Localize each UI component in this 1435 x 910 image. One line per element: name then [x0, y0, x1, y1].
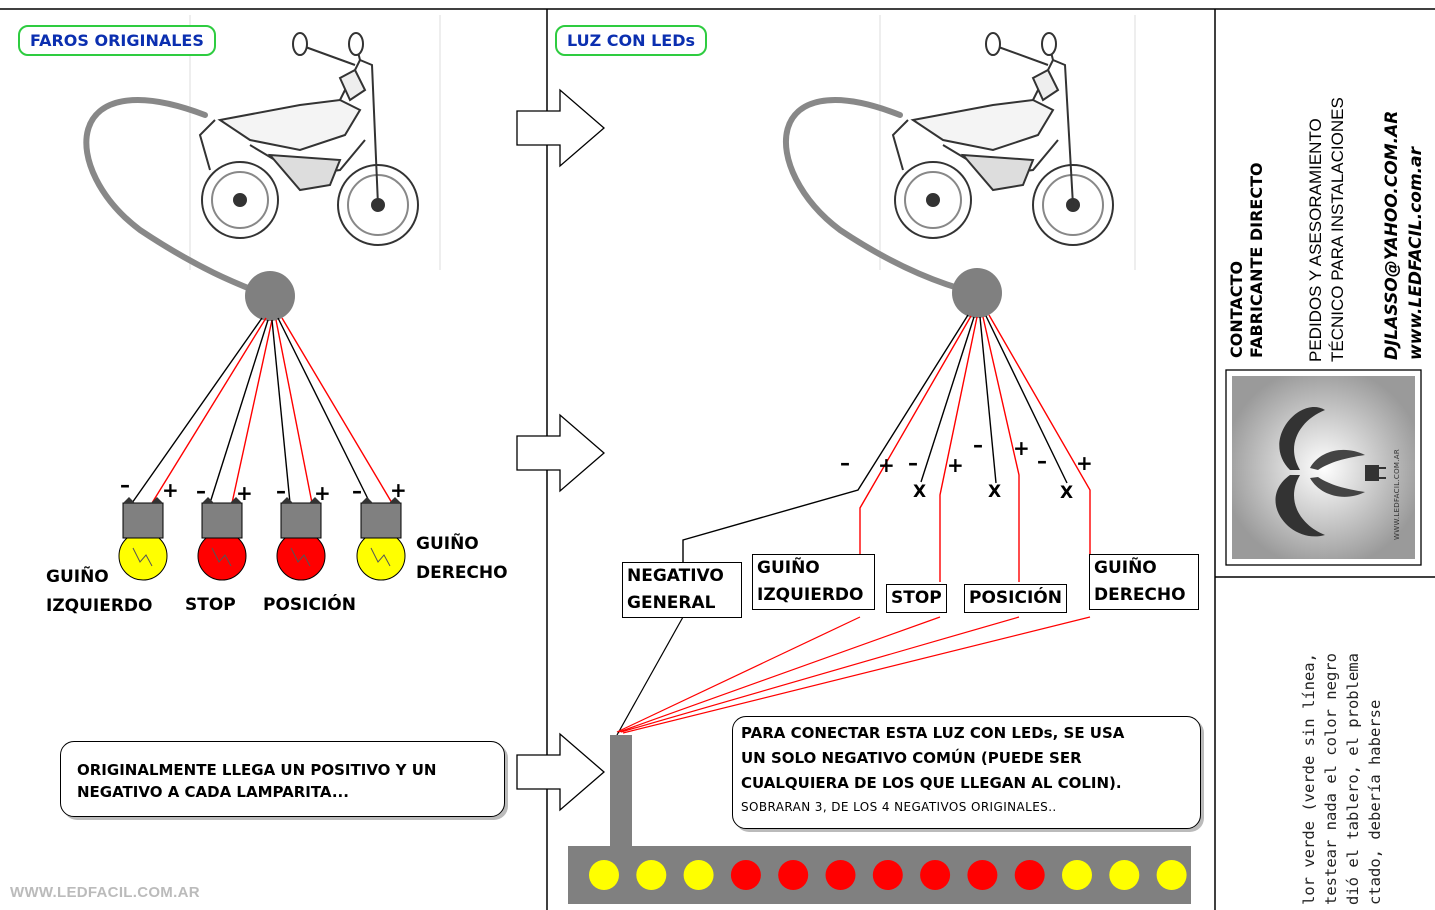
note-led: PARA CONECTAR ESTA LUZ CON LEDs, SE USA …: [732, 716, 1201, 829]
arrow-right-icon: [516, 88, 605, 168]
connector-hub-right: [952, 268, 1002, 318]
title-luz-con-leds: LUZ CON LEDs: [555, 25, 708, 56]
ledfacil-logo: [1225, 369, 1422, 566]
connector-hub-left: [245, 271, 295, 321]
minus-sign: –: [120, 473, 130, 497]
left-polarity-marks: – + – + – + – +: [120, 473, 407, 505]
led-dot: [1014, 860, 1045, 890]
motorcycle-icon-left: [198, 32, 419, 246]
arrow-right-icon: [516, 413, 605, 493]
bulb-posicion: [276, 497, 326, 581]
footer-website: WWW.LEDFACIL.COM.AR: [10, 884, 200, 901]
plus-sign: +: [1076, 451, 1093, 475]
led-dot: [683, 860, 714, 890]
minus-sign: –: [352, 479, 362, 503]
sidebar-cut-text: lor verde (verde sin línea, testear nada…: [1300, 653, 1384, 905]
plus-sign: +: [878, 453, 895, 477]
right-wires: [682, 314, 1091, 582]
right-polarity-marks: – + – + – + – + X X X: [840, 433, 1093, 503]
left-wires: [131, 317, 393, 504]
label-stop-led: STOP: [886, 584, 947, 613]
sidebar-contacto: CONTACTO FABRICANTE DIRECTO: [1227, 162, 1266, 358]
label-guino-derecho: GUIÑO DERECHO: [416, 534, 508, 583]
plus-sign: +: [390, 478, 407, 502]
led-dot: [589, 860, 619, 890]
minus-sign: –: [196, 479, 206, 503]
plus-sign: +: [314, 481, 331, 505]
bulb-guino-derecho: [356, 497, 406, 581]
led-dot: [872, 860, 903, 890]
led-dot: [730, 860, 761, 890]
minus-sign: –: [840, 451, 850, 475]
cut-mark: X: [1060, 483, 1073, 503]
label-guino-derecho-led: GUIÑO DERECHO: [1089, 554, 1199, 610]
bulb-stop: [197, 497, 247, 581]
led-bar-post: [610, 735, 632, 850]
plus-sign: +: [947, 453, 964, 477]
label-stop: STOP: [185, 595, 236, 615]
led-dot: [778, 860, 809, 890]
sidebar-contact-links[interactable]: DJLASSO@YAHOO.COM.AR www.LEDFACIL.com.ar: [1380, 111, 1428, 360]
led-dot: [920, 860, 951, 890]
note-original: ORIGINALMENTE LLEGA UN POSITIVO Y UN NEG…: [60, 741, 505, 817]
led-dot: [636, 860, 667, 890]
led-dot: [1062, 860, 1092, 890]
email-link[interactable]: DJLASSO@YAHOO.COM.AR: [1382, 110, 1402, 360]
label-posicion-led: POSICIÓN: [964, 584, 1067, 613]
led-dots: [589, 860, 1187, 890]
title-faros-originales: FAROS ORIGINALES: [18, 25, 216, 56]
plus-sign: +: [236, 481, 253, 505]
arrow-right-icon: [516, 732, 605, 812]
led-dot: [825, 860, 856, 890]
bar-feed-wires: [616, 616, 1091, 736]
minus-sign: –: [1037, 449, 1047, 473]
label-negativo-general: NEGATIVO GENERAL: [622, 562, 742, 618]
cable-right: [782, 97, 978, 296]
cut-mark: X: [988, 482, 1001, 502]
plus-sign: +: [1013, 436, 1030, 460]
plus-sign: +: [162, 478, 179, 502]
minus-sign: –: [908, 451, 918, 475]
label-posicion: POSICIÓN: [263, 595, 356, 615]
led-dot: [1156, 860, 1187, 890]
minus-sign: –: [276, 479, 286, 503]
website-link[interactable]: www.LEDFACIL.com.ar: [1406, 147, 1426, 360]
motorcycle-icon-right: [891, 32, 1114, 246]
led-dot: [967, 860, 998, 890]
sidebar-pedidos: PEDIDOS Y ASESORAMIENTO TÉCNICO PARA INS…: [1306, 97, 1347, 362]
label-guino-izquierdo-led: GUIÑO IZQUIERDO: [752, 554, 875, 610]
led-dot: [1109, 860, 1140, 890]
minus-sign: –: [973, 433, 983, 457]
cut-mark: X: [913, 482, 926, 502]
logo-text: WWW.LEDFACIL.COM.AR: [1393, 448, 1401, 540]
cable-left: [83, 97, 271, 299]
label-guino-izquierdo: GUIÑO IZQUIERDO: [46, 567, 153, 616]
bulb-guino-izquierdo: [118, 497, 168, 581]
arrow-icons: [516, 88, 605, 812]
